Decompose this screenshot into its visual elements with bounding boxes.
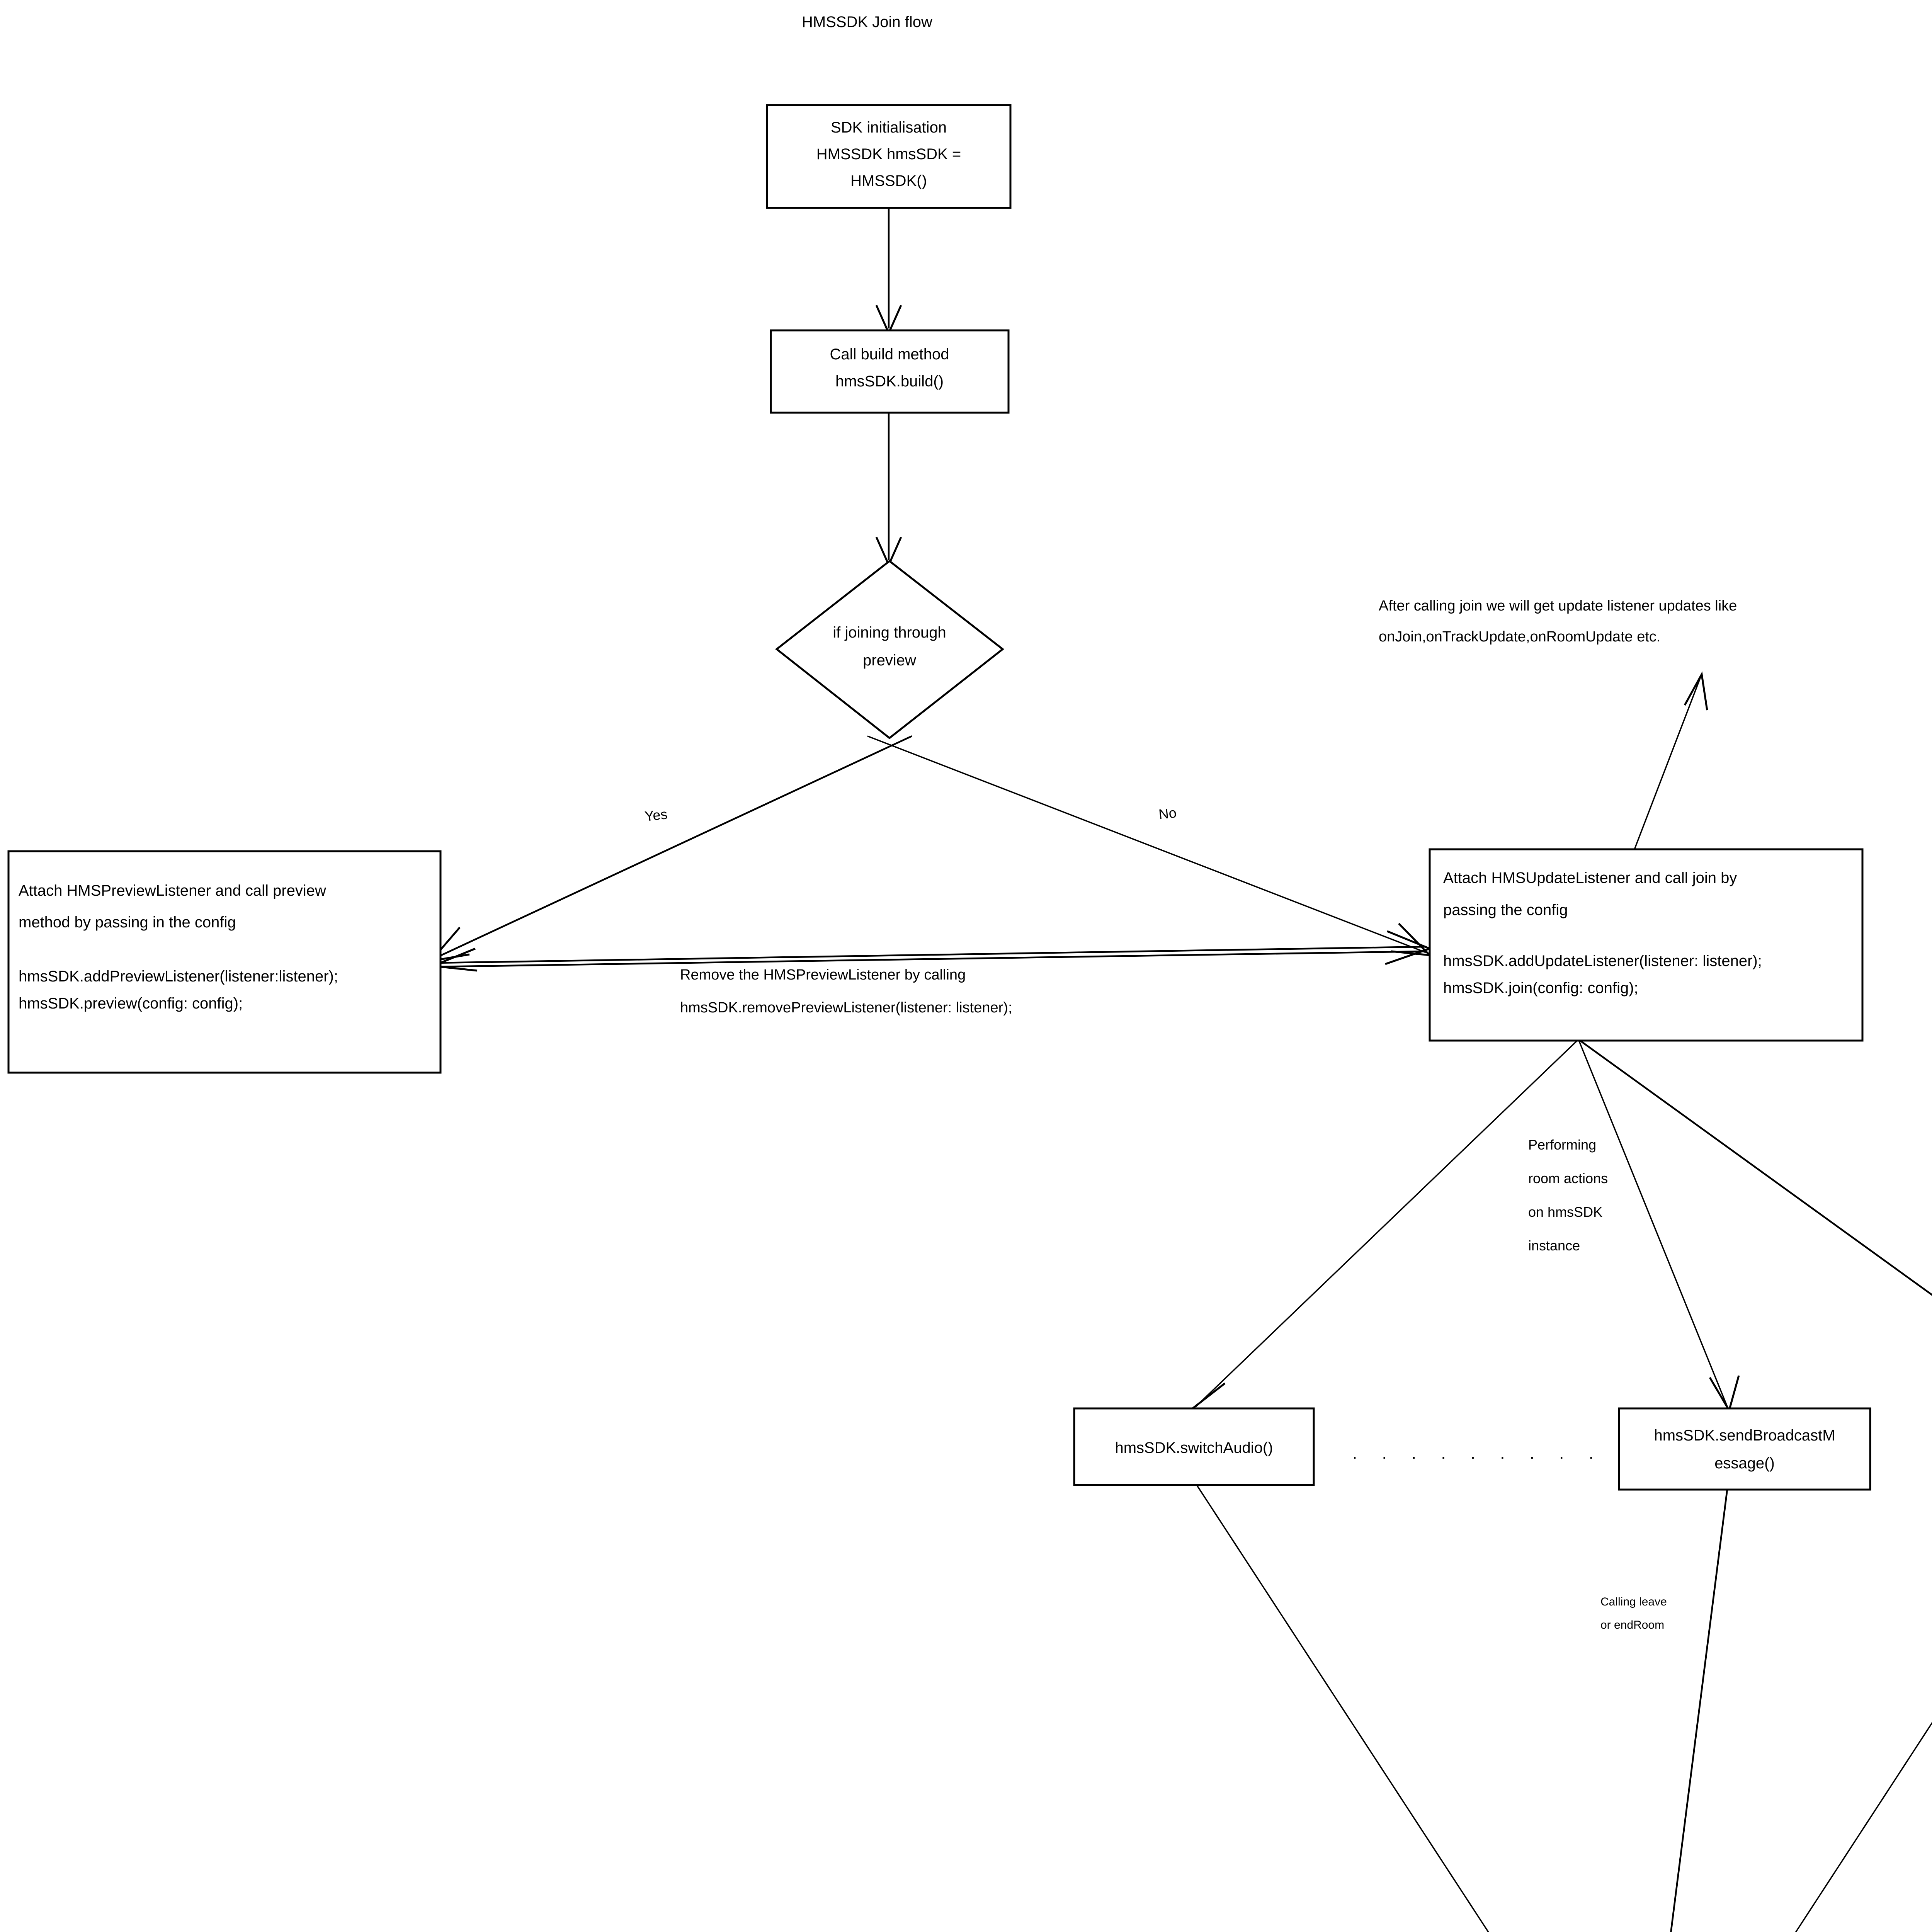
edge-update-to-switchaudio <box>1187 1039 1579 1412</box>
node-update-line-4: hmsSDK.addUpdateListener(listener: liste… <box>1443 952 1762 969</box>
perform-line-2: room actions <box>1528 1170 1608 1186</box>
node-decision-line-1: if joining through <box>833 624 946 641</box>
calling-leave-line-1: Calling leave <box>1600 1595 1667 1608</box>
node-preview-listener[interactable]: Attach HMSPreviewListener and call previ… <box>7 850 442 1074</box>
node-preview-line-5: hmsSDK.preview(config: config); <box>19 995 243 1012</box>
node-switch-audio[interactable]: hmsSDK.switchAudio() <box>1073 1407 1315 1486</box>
edge-label-performing-room-actions: Performing room actions on hmsSDK instan… <box>1528 1137 1608 1253</box>
node-sdk-init-line-2: HMSSDK hmsSDK = <box>816 146 961 163</box>
annotation-after-join: After calling join we will get update li… <box>1379 598 1737 645</box>
node-sdk-init-line-3: HMSSDK() <box>850 172 927 189</box>
edge-label-no: No <box>1158 804 1177 822</box>
node-build-line-1: Call build method <box>830 346 949 363</box>
perform-line-3: on hmsSDK <box>1528 1204 1602 1220</box>
perform-line-4: instance <box>1528 1238 1580 1253</box>
node-update-line-2: passing the config <box>1443 901 1568 918</box>
node-send-broadcast-message[interactable]: hmsSDK.sendBroadcastM essage() <box>1618 1407 1871 1491</box>
edge-yes-to-preview <box>428 735 912 963</box>
edge-label-calling-leave: Calling leave or endRoom <box>1600 1595 1667 1631</box>
edge-label-remove-preview-listener: Remove the HMSPreviewListener by calling… <box>680 967 1012 1016</box>
node-build-line-2: hmsSDK.build() <box>835 373 944 390</box>
edge-update-to-note <box>1634 671 1708 850</box>
node-preview-line-4: hmsSDK.addPreviewListener(listener:liste… <box>19 968 338 985</box>
node-update-line-1: Attach HMSUpdateListener and call join b… <box>1443 869 1737 886</box>
perform-line-1: Performing <box>1528 1137 1596 1153</box>
remove-preview-line-2: hmsSDK.removePreviewListener(listener: l… <box>680 1000 1012 1016</box>
edge-label-yes: Yes <box>644 806 668 824</box>
ellipsis-dots: . . . . . . . . . . . <box>1352 1444 1663 1463</box>
node-update-listener[interactable]: Attach HMSUpdateListener and call join b… <box>1429 848 1864 1042</box>
edge-update-to-changerole <box>1578 1039 1932 1296</box>
edge-preview-update-bidirectional <box>432 930 1433 972</box>
node-decision-line-2: preview <box>863 652 916 669</box>
edge-update-to-broadcast <box>1578 1039 1740 1413</box>
after-join-line-2: onJoin,onTrackUpdate,onRoomUpdate etc. <box>1379 629 1660 645</box>
node-build[interactable]: Call build method hmsSDK.build() <box>770 329 1010 414</box>
node-switch-audio-label: hmsSDK.switchAudio() <box>1115 1439 1273 1456</box>
edge-broadcast-to-leave <box>1670 1489 1728 1932</box>
node-broadcast-line-1: hmsSDK.sendBroadcastM <box>1654 1427 1835 1444</box>
node-update-line-5: hmsSDK.join(config: config); <box>1443 980 1638 997</box>
calling-leave-line-2: or endRoom <box>1600 1619 1664 1631</box>
node-sdk-init[interactable]: SDK initialisation HMSSDK hmsSDK = HMSSD… <box>766 104 1012 209</box>
node-preview-line-1: Attach HMSPreviewListener and call previ… <box>19 882 326 899</box>
edge-switchaudio-to-leave <box>1195 1483 1489 1932</box>
node-broadcast-line-2: essage() <box>1714 1455 1775 1472</box>
node-decision-preview[interactable]: if joining through preview <box>775 560 1005 740</box>
edge-no-to-update <box>867 735 1432 957</box>
edge-build-to-decision <box>875 413 902 568</box>
edge-init-to-build <box>875 208 902 336</box>
node-preview-line-2: method by passing in the config <box>19 914 236 931</box>
after-join-line-1: After calling join we will get update li… <box>1379 598 1737 614</box>
edge-changerole-to-leave <box>1795 1721 1932 1932</box>
remove-preview-line-1: Remove the HMSPreviewListener by calling <box>680 967 966 983</box>
diagram-title: HMSSDK Join flow <box>802 14 932 31</box>
node-sdk-init-line-1: SDK initialisation <box>831 119 947 136</box>
